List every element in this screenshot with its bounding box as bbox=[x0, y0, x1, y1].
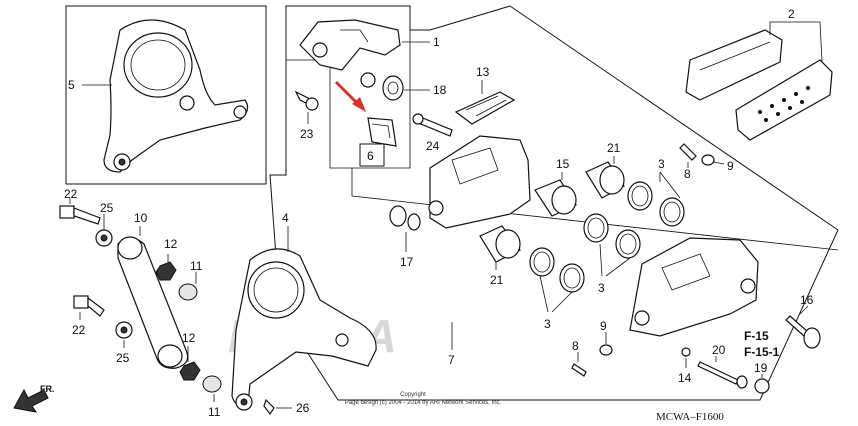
callout-12-lower[interactable]: 12 bbox=[182, 331, 196, 345]
nut-12-lower bbox=[179, 361, 201, 381]
bolt-22-upper bbox=[59, 205, 101, 225]
callout-2[interactable]: 2 bbox=[788, 7, 795, 21]
callout-6[interactable]: 6 bbox=[367, 149, 374, 163]
bleeder-17 bbox=[389, 205, 421, 231]
sub-frame-line bbox=[351, 168, 839, 251]
bushing-25-lower bbox=[115, 321, 133, 339]
ref-f15-1[interactable]: F-15-1 bbox=[744, 345, 780, 359]
callout-15[interactable]: 15 bbox=[556, 157, 570, 171]
caliper-bracket-1 bbox=[299, 19, 401, 88]
callout-23[interactable]: 23 bbox=[300, 127, 314, 141]
cap-11-lower bbox=[202, 375, 222, 393]
callout-9-lower[interactable]: 9 bbox=[600, 319, 607, 333]
pad-pin-24 bbox=[412, 113, 453, 137]
callout-6-box bbox=[359, 143, 385, 167]
torque-rod-10 bbox=[117, 236, 189, 369]
callout-12-upper[interactable]: 12 bbox=[164, 237, 178, 251]
cap-9-lower bbox=[599, 344, 613, 356]
callout-11-lower[interactable]: 11 bbox=[208, 405, 221, 419]
brake-pads-2 bbox=[685, 29, 833, 141]
caliper-body-left bbox=[428, 135, 531, 229]
callout-22-upper[interactable]: 22 bbox=[64, 187, 78, 201]
plug-19 bbox=[754, 378, 770, 394]
callout-5[interactable]: 5 bbox=[68, 78, 75, 92]
bolt-22-lower bbox=[73, 295, 105, 317]
front-label: FR. bbox=[40, 384, 55, 394]
diagram-code: MCWA–F1600 bbox=[656, 411, 724, 423]
callout-21-upper[interactable]: 21 bbox=[607, 141, 621, 155]
clip-26 bbox=[263, 398, 275, 416]
callout-21-lower[interactable]: 21 bbox=[490, 273, 504, 287]
callout-22-lower[interactable]: 22 bbox=[72, 323, 86, 337]
callout-3-middle[interactable]: 3 bbox=[598, 281, 605, 295]
callout-9-upper[interactable]: 9 bbox=[727, 159, 734, 173]
callout-4[interactable]: 4 bbox=[282, 211, 289, 225]
caliper-assembly-frame bbox=[269, 5, 839, 401]
pad-spring-13 bbox=[454, 91, 516, 125]
bushing-25-upper bbox=[95, 229, 113, 247]
callout-10[interactable]: 10 bbox=[134, 211, 148, 225]
callout-17[interactable]: 17 bbox=[400, 255, 414, 269]
callout-11-upper[interactable]: 11 bbox=[190, 259, 203, 273]
callout-3-upper[interactable]: 3 bbox=[658, 157, 665, 171]
clip-6 bbox=[367, 117, 397, 147]
piston-15 bbox=[534, 179, 577, 217]
callout-14[interactable]: 14 bbox=[678, 371, 692, 385]
piston-21-upper bbox=[585, 161, 625, 199]
callout-16[interactable]: 16 bbox=[800, 293, 814, 307]
callout-7[interactable]: 7 bbox=[448, 353, 455, 367]
seals-3 bbox=[529, 181, 685, 293]
bracket-inset-frame bbox=[65, 5, 267, 185]
callout-8-upper[interactable]: 8 bbox=[684, 167, 691, 181]
bleeder-8-lower bbox=[571, 363, 587, 377]
pin-bolt-16 bbox=[785, 315, 821, 349]
callout-8-lower[interactable]: 8 bbox=[572, 339, 579, 353]
callout-24[interactable]: 24 bbox=[426, 139, 440, 153]
copyright-line-1: Copyright bbox=[400, 392, 426, 398]
piston-21-lower bbox=[479, 225, 521, 263]
callout-18[interactable]: 18 bbox=[433, 83, 447, 97]
pin-20 bbox=[697, 361, 748, 389]
callout-1[interactable]: 1 bbox=[433, 35, 440, 49]
callout-25-lower[interactable]: 25 bbox=[116, 351, 130, 365]
callout-3-lower[interactable]: 3 bbox=[544, 317, 551, 331]
bolt-23 bbox=[294, 90, 319, 111]
red-pointer-arrowhead bbox=[352, 97, 366, 112]
callout-25-upper[interactable]: 25 bbox=[100, 201, 114, 215]
callout-19[interactable]: 19 bbox=[754, 361, 768, 375]
cap-11-upper bbox=[178, 283, 198, 301]
callout-20[interactable]: 20 bbox=[712, 343, 726, 357]
arrow-left-down-icon bbox=[13, 388, 49, 413]
boot-18 bbox=[382, 75, 404, 101]
caliper-body-right bbox=[629, 237, 759, 337]
bracket-5-drawing bbox=[103, 19, 249, 173]
callout-26[interactable]: 26 bbox=[296, 401, 310, 415]
cap-9-upper bbox=[701, 154, 715, 166]
callout-13[interactable]: 13 bbox=[476, 65, 490, 79]
nut-12-upper bbox=[155, 261, 177, 281]
bleeder-8-upper bbox=[679, 143, 697, 161]
copyright-line-2: Page design (c) 2004 - 2014 by ARI Netwo… bbox=[345, 400, 502, 406]
bracket-4 bbox=[231, 248, 377, 411]
ref-f15[interactable]: F-15 bbox=[744, 329, 769, 343]
washer-14 bbox=[681, 347, 691, 357]
